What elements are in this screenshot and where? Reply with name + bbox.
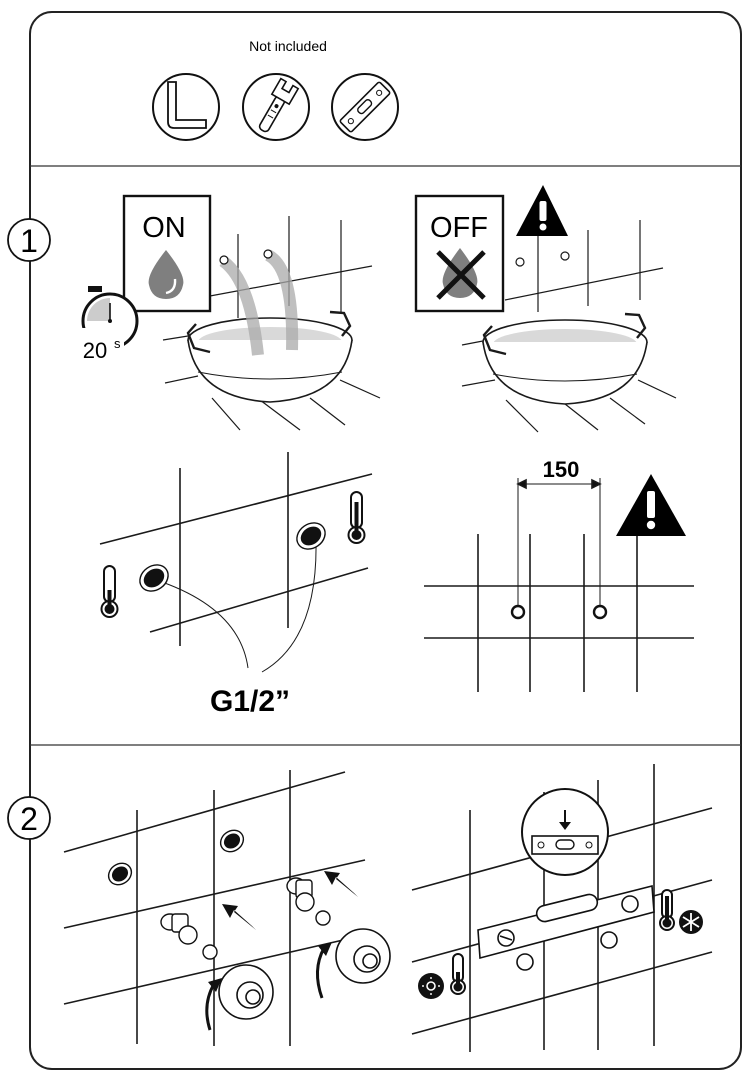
seal-ring — [315, 910, 331, 926]
flush-off-scene — [461, 220, 677, 433]
adjustable-wrench-icon — [242, 73, 310, 141]
warning-icon — [516, 185, 568, 236]
eccentric-fitting — [286, 877, 315, 912]
on-sign: ON — [122, 194, 212, 313]
timer-icon: 20 s — [72, 286, 139, 363]
spacing-detail — [424, 478, 694, 692]
not-included-label: Not included — [249, 38, 327, 54]
level-zoom-icon — [521, 788, 609, 876]
page-frame — [29, 11, 742, 1070]
timer-value: 20 — [83, 338, 107, 363]
curved-arrow-icon — [316, 947, 326, 999]
off-label: OFF — [430, 212, 488, 244]
right-inlet-hole — [296, 522, 326, 550]
eccentric-fitting — [160, 913, 198, 945]
cover-flange — [218, 964, 274, 1020]
snowflake-icon — [679, 910, 703, 934]
spacing-label: 150 — [543, 457, 580, 482]
thermometer-cold-icon — [100, 565, 119, 618]
thermometer-hot-icon — [347, 491, 366, 544]
step-1-marker: 1 — [7, 218, 51, 262]
thread-detail — [99, 452, 373, 673]
thermometer-cold-icon — [450, 953, 466, 995]
off-sign: OFF — [414, 194, 505, 313]
fitting-assembly-scene — [63, 770, 366, 1046]
spirit-level-tool — [477, 884, 655, 971]
step-2-number: 2 — [20, 801, 38, 837]
arrow-icon — [324, 871, 358, 897]
inlet-hole — [219, 829, 245, 853]
spirit-level-icon — [331, 73, 399, 141]
cover-flange — [335, 928, 391, 984]
warning-icon — [616, 474, 686, 536]
step-1-number: 1 — [20, 223, 38, 259]
left-inlet-hole — [139, 564, 169, 592]
curved-arrow-icon — [205, 983, 216, 1031]
on-label: ON — [142, 212, 186, 244]
inlet-hole — [107, 862, 133, 886]
seal-ring — [202, 944, 218, 960]
thermometer-hot-icon — [659, 889, 675, 931]
flush-on-scene — [162, 216, 381, 431]
allen-key-icon — [152, 73, 220, 141]
thread-size-label: G1/2” — [210, 685, 290, 718]
timer-unit: s — [114, 336, 121, 351]
arrow-icon — [222, 904, 256, 930]
sun-icon — [418, 973, 444, 999]
step-2-marker: 2 — [7, 796, 51, 840]
